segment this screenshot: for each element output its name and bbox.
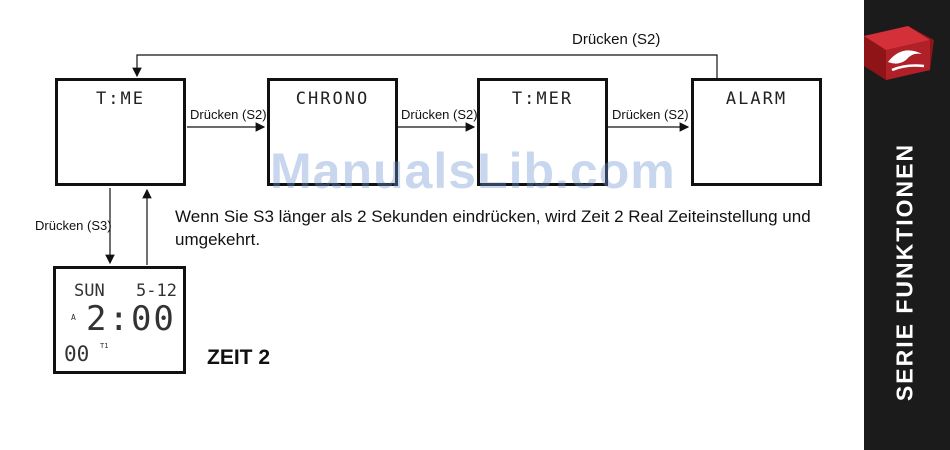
label-timer-alarm: Drücken (S2) [612, 107, 689, 122]
zeit2-title: ZEIT 2 [207, 346, 270, 370]
zeit2-time: 2:00 [86, 299, 176, 339]
zeit2-day: SUN [74, 281, 105, 301]
zeit2-seconds: 00 [64, 342, 89, 366]
brand-logo-icon [858, 22, 944, 84]
screen-timer-display: T:MER [480, 89, 605, 109]
label-chrono-timer: Drücken (S2) [401, 107, 478, 122]
zeit2-t-marker: T1 [100, 342, 108, 350]
label-return: Drücken (S2) [572, 31, 660, 48]
label-time-chrono: Drücken (S2) [190, 107, 267, 122]
zeit2-date: 5-12 [136, 281, 177, 301]
label-time-zeit2: Drücken (S3) [35, 218, 112, 233]
s3-note: Wenn Sie S3 länger als 2 Sekunden eindrü… [175, 205, 815, 251]
watermark: ManualsLib.com [270, 142, 676, 200]
screen-chrono-display: CHRONO [270, 89, 395, 109]
return-arrow [137, 55, 717, 80]
screen-zeit2: SUN 5-12 A 2:00 00 T1 [53, 266, 186, 374]
screen-alarm-display: ALARM [694, 89, 819, 109]
screen-time-display: T:ME [58, 89, 183, 109]
zeit2-am-marker: A [71, 313, 76, 322]
sidebar-title: SERIE FUNKTIONEN [892, 143, 919, 401]
screen-time: T:ME [55, 78, 186, 186]
screen-alarm: ALARM [691, 78, 822, 186]
